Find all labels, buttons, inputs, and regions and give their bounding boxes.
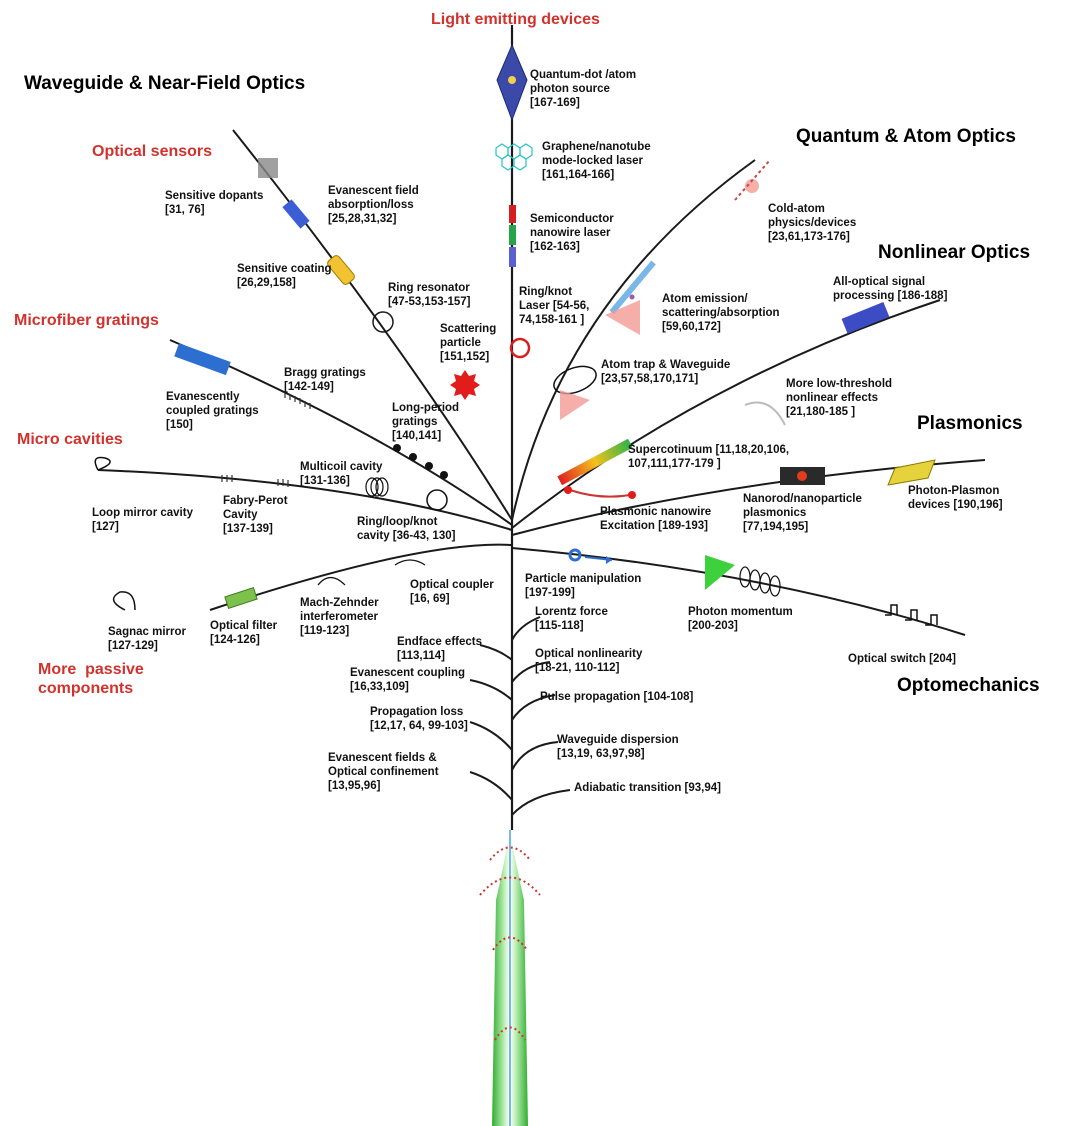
ring-resonator-icon — [372, 311, 394, 333]
label-atom-trap: Atom trap & Waveguide [23,57,58,170,171] — [601, 359, 731, 385]
label-cold-atom: Cold-atom physics/devices [23,61,173-176… — [768, 203, 857, 243]
atom-emission-icon — [609, 260, 656, 315]
plasmonic-nanowire-icon — [569, 489, 631, 498]
label-photon-plasmon: Photon-Plasmon devices [190,196] — [908, 485, 1003, 511]
label-optical-filter: Optical filter [124-126] — [210, 620, 278, 646]
branch-quantum — [511, 159, 756, 521]
dopant-icon — [258, 158, 278, 178]
cold-atom-icon — [745, 179, 759, 193]
label-scattering-particle: Scattering particle [151,152] — [440, 323, 497, 363]
photon-plasmon-icon — [887, 459, 936, 486]
label-ring-loop-knot: Ring/loop/knot cavity [36-43, 130] — [357, 516, 456, 542]
label-evanescent-coupling: Evanescent coupling [16,33,109] — [350, 667, 466, 693]
particle-icon — [568, 548, 582, 562]
all-optical-icon — [841, 301, 890, 334]
heading-optical-sensors: Optical sensors — [92, 143, 213, 160]
heading-quantum: Quantum & Atom Optics — [796, 126, 1016, 147]
label-sensitive-coating: Sensitive coating [26,29,158] — [237, 263, 332, 289]
optical-filter-icon — [224, 587, 258, 609]
label-qd-source: Quantum-dot /atom photon source [167-169… — [530, 69, 637, 109]
branch-passive — [209, 543, 513, 611]
photon-momentum-icon — [705, 555, 735, 590]
branch-sensors — [232, 129, 513, 521]
scattering-particle-icon — [450, 370, 480, 400]
fabry-perot-icon — [221, 475, 289, 487]
label-waveguide-dispersion: Waveguide dispersion [13,19, 63,97,98] — [557, 734, 679, 760]
label-graphene-laser: Graphene/nanotube mode-locked laser [161… — [542, 141, 651, 181]
long-period-icon — [393, 444, 448, 479]
label-fabry-perot: Fabry-Perot Cavity [137-139] — [223, 495, 288, 535]
nanowire-laser-icon — [509, 205, 516, 223]
low-threshold-icon — [744, 401, 786, 426]
heading-nonlinear: Nonlinear Optics — [878, 242, 1031, 263]
heading-micro-cavities: Micro cavities — [17, 431, 123, 448]
label-pulse-propagation: Pulse propagation [104-108] — [540, 691, 694, 703]
label-atom-emission: Atom emission/ scattering/absorption [59… — [662, 293, 780, 333]
coating-icon — [327, 255, 355, 285]
label-ring-resonator: Ring resonator [47-53,153-157] — [388, 282, 471, 308]
bragg-grating-icon — [284, 392, 311, 409]
label-evanescent-fields: Evanescent fields & Optical confinement … — [328, 752, 439, 792]
loop-mirror-icon — [94, 456, 111, 471]
heading-light-emitting: Light emitting devices — [431, 11, 600, 28]
label-ring-laser: Ring/knot Laser [54-56, 74,158-161 ] — [519, 286, 590, 326]
label-evanescent-gratings: Evanescently coupled gratings [150] — [166, 391, 259, 431]
label-photon-momentum: Photon momentum [200-203] — [688, 606, 793, 632]
heading-passive: More passive components — [38, 661, 144, 697]
label-propagation-loss: Propagation loss [12,17, 64, 99-103] — [370, 706, 468, 732]
heading-microfiber-gratings: Microfiber gratings — [14, 312, 159, 329]
evanescent-grating-icon — [174, 343, 231, 376]
heading-waveguide: Waveguide & Near-Field Optics — [24, 73, 306, 94]
evanescent-absorption-icon — [282, 199, 310, 229]
supercontinuum-icon — [557, 438, 633, 486]
graphene-icon — [495, 143, 533, 171]
multicoil-icon — [365, 477, 389, 497]
ring-cavity-icon — [426, 489, 448, 511]
label-bragg: Bragg gratings [142-149] — [284, 367, 366, 393]
coupler-icon — [394, 559, 426, 566]
atom-trap-icon — [553, 365, 597, 395]
label-semi-laser: Semiconductor nanowire laser [162-163] — [530, 213, 614, 253]
sagnac-icon — [112, 591, 136, 611]
optical-switch-icon — [885, 604, 938, 626]
label-loop-mirror: Loop mirror cavity [127] — [92, 507, 193, 533]
label-particle-manipulation: Particle manipulation [197-199] — [525, 573, 642, 599]
heading-plasmonics: Plasmonics — [917, 413, 1023, 434]
label-optical-nonlinearity: Optical nonlinearity [18-21, 110-112] — [535, 648, 643, 674]
label-supercontinuum: Supercotinuum [11,18,20,106, 107,111,177… — [628, 444, 790, 470]
heading-optomechanics: Optomechanics — [897, 675, 1040, 696]
label-low-threshold: More low-threshold nonlinear effects [21… — [786, 378, 893, 418]
label-all-optical: All-optical signal processing [186-188] — [833, 276, 948, 302]
label-plasmonic-nanowire: Plasmonic nanowire Excitation [189-193] — [600, 506, 712, 532]
light-wavefronts — [479, 846, 541, 1041]
label-mach-zehnder: Mach-Zehnder interferometer [119-123] — [300, 597, 379, 637]
ring-laser-icon — [509, 337, 531, 359]
label-optical-coupler: Optical coupler [16, 69] — [410, 579, 494, 605]
label-sagnac: Sagnac mirror [127-129] — [108, 626, 186, 652]
label-evanescent-absorption: Evanescent field absorption/loss [25,28,… — [328, 185, 419, 225]
mach-zehnder-icon — [317, 576, 346, 586]
label-optical-switch: Optical switch [204] — [848, 653, 957, 665]
coil-icon — [739, 566, 781, 597]
label-multicoil: Multicoil cavity [131-136] — [300, 461, 383, 487]
label-nanorod: Nanorod/nanoparticle plasmonics [77,194,… — [743, 493, 862, 533]
label-adiabatic: Adiabatic transition [93,94] — [574, 782, 721, 794]
label-lorentz: Lorentz force [115-118] — [535, 606, 608, 632]
label-sensitive-dopants: Sensitive dopants [31, 76] — [165, 190, 264, 216]
label-long-period: Long-period gratings [140,141] — [392, 402, 460, 442]
branch-cavities — [97, 469, 513, 531]
label-endface: Endface effects [113,114] — [397, 636, 483, 662]
